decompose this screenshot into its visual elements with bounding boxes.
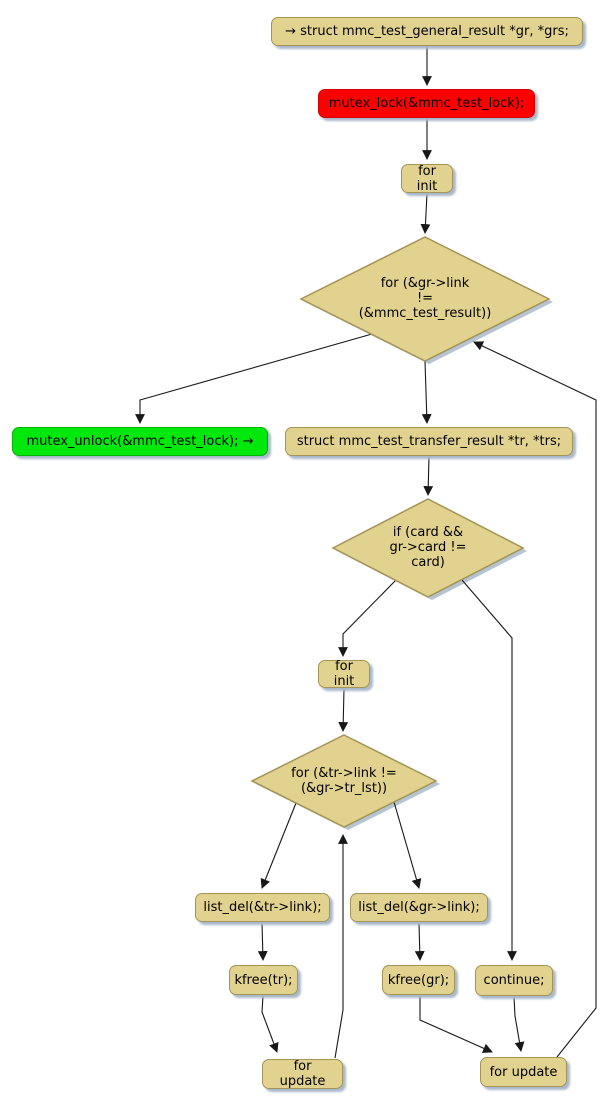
decision-card-label: if (card && gr->card != card) (389, 525, 467, 570)
edge-listdel-gr-to-kfree-gr (414, 922, 425, 961)
edge-outer-update-to-outer-cond (473, 341, 597, 1058)
activity-for-init-inner: for init (318, 659, 370, 689)
activity-mutex-lock: mutex_lock(&mmc_test_lock); (318, 89, 535, 118)
edge-continue-to-outer-update (513, 996, 525, 1052)
edge-declare-to-card-cond (423, 455, 434, 496)
decision-inner-loop-label: for (&tr->link != (&gr->tr_lst)) (291, 766, 397, 796)
activity-for-init-outer: for init (401, 164, 453, 194)
edge-inner-update-to-inner-cond (334, 834, 348, 1059)
edge-inner-cond-to-listdel-gr (393, 801, 422, 889)
decision-outer-loop (299, 236, 551, 362)
edge-outer-cond-to-unlock (135, 333, 373, 424)
edge-listdel-tr-to-kfree-tr (257, 922, 268, 961)
decision-outer-loop-label: for (&gr->link != (&mmc_test_result)) (358, 276, 492, 321)
edge-card-cond-to-continue (461, 579, 517, 961)
activity-for-update-outer: for update (480, 1057, 567, 1087)
activity-list-del-gr: list_del(&gr->link); (350, 893, 488, 922)
activity-list-del-tr: list_del(&tr->link); (195, 893, 330, 922)
activity-start-declare-gr: → struct mmc_test_general_result *gr, *g… (271, 17, 583, 46)
edge-kfree-gr-to-outer-update (419, 996, 493, 1053)
activity-continue: continue; (475, 965, 553, 996)
edge-for-init-to-outer-cond (420, 193, 431, 234)
activity-mutex-unlock: mutex_unlock(&mmc_test_lock); → (12, 427, 268, 456)
activity-kfree-gr: kfree(gr); (382, 965, 455, 995)
decision-card (331, 498, 525, 598)
edge-inner-cond-to-listdel-tr (260, 802, 297, 889)
decision-inner-loop (250, 734, 438, 828)
edge-outer-cond-to-declare (421, 360, 432, 424)
activity-declare-transfer-result: struct mmc_test_transfer_result *tr, *tr… (285, 427, 573, 456)
activity-kfree-tr: kfree(tr); (229, 965, 298, 995)
edge-inner-init-to-inner-cond (338, 688, 349, 732)
edge-kfree-tr-to-inner-update (261, 995, 279, 1053)
edge-card-cond-to-inner-init (338, 579, 397, 657)
activity-for-update-inner: for update (262, 1059, 343, 1089)
